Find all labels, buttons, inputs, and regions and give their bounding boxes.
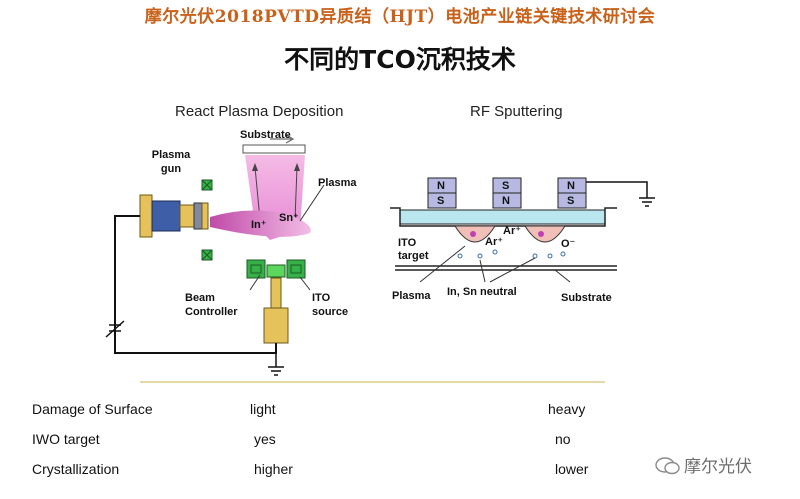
row-1-rpd: light bbox=[250, 401, 276, 417]
watermark-text: 摩尔光伏 bbox=[684, 457, 752, 476]
rf-magnet-1 bbox=[427, 177, 457, 209]
rf-ar-ion-right: Ar⁺ bbox=[503, 225, 522, 237]
rf-diagram bbox=[390, 177, 655, 283]
rf-magnet-2-s: S bbox=[502, 180, 510, 192]
rf-magnet-3-n: N bbox=[567, 180, 575, 192]
rpd-circuit bbox=[114, 215, 277, 354]
row-3-rpd: higher bbox=[254, 461, 293, 477]
rpd-in-ion-label: In⁺ bbox=[251, 219, 267, 231]
rf-ito-target-label: ITO target bbox=[398, 237, 429, 262]
rf-target-plate bbox=[399, 209, 606, 225]
rf-heading: RF Sputtering bbox=[470, 103, 563, 120]
rpd-substrate-label: Substrate bbox=[240, 129, 291, 141]
table-divider bbox=[140, 381, 605, 383]
rpd-sn-ion-label: Sn⁺ bbox=[279, 212, 299, 224]
rf-magnet-3-s: S bbox=[567, 195, 575, 207]
rpd-diagram bbox=[105, 134, 325, 376]
row-3-feature: Crystallization bbox=[32, 461, 120, 477]
row-2-feature: IWO target bbox=[32, 431, 100, 447]
rf-substrate-label: Substrate bbox=[561, 292, 612, 304]
rpd-beam-controller-left bbox=[246, 259, 266, 279]
rf-magnet-2 bbox=[492, 177, 522, 209]
rpd-gun-flange bbox=[139, 194, 153, 238]
rf-magnet-1-s: S bbox=[437, 195, 445, 207]
rf-o-ion-label: O⁻ bbox=[561, 238, 576, 250]
rpd-substrate-arrow bbox=[270, 134, 295, 144]
row-3-rf: lower bbox=[555, 461, 589, 477]
rpd-plasma-label: Plasma bbox=[318, 177, 357, 189]
rpd-plasma-gun-label: Plasma gun bbox=[151, 149, 191, 175]
rf-magnet-2-n: N bbox=[502, 195, 510, 207]
rpd-ito-source bbox=[270, 277, 282, 309]
rf-plasma-label: Plasma bbox=[392, 290, 431, 302]
rpd-beam-controller-right bbox=[286, 259, 306, 279]
rf-neutral-label: In, Sn neutral bbox=[447, 286, 517, 298]
rpd-beam-controller-label: Beam Controller bbox=[185, 292, 238, 318]
rpd-substrate-bar bbox=[242, 144, 306, 154]
rf-ar-ion-left: Ar⁺ bbox=[485, 236, 504, 248]
row-2-rf: no bbox=[555, 431, 571, 447]
row-1-feature: Damage of Surface bbox=[32, 401, 153, 417]
rf-magnet-1-n: N bbox=[437, 180, 445, 192]
rf-magnet-3 bbox=[557, 177, 587, 209]
rf-plasma-right bbox=[524, 225, 566, 243]
wechat-icon bbox=[655, 456, 681, 481]
row-1-rf: heavy bbox=[548, 401, 586, 417]
rpd-heading: React Plasma Deposition bbox=[175, 103, 344, 120]
slide-header: 摩尔光伏2018PVTD异质结（HJT）电池产业链关键技术研讨会 bbox=[144, 7, 656, 27]
row-2-rpd: yes bbox=[254, 431, 276, 447]
slide-title: 不同的TCO沉积技术 bbox=[284, 45, 516, 74]
rpd-plasma-gun bbox=[151, 200, 181, 232]
rpd-ito-source-label: ITO source bbox=[312, 292, 349, 318]
rpd-plasma-beam bbox=[210, 210, 311, 237]
